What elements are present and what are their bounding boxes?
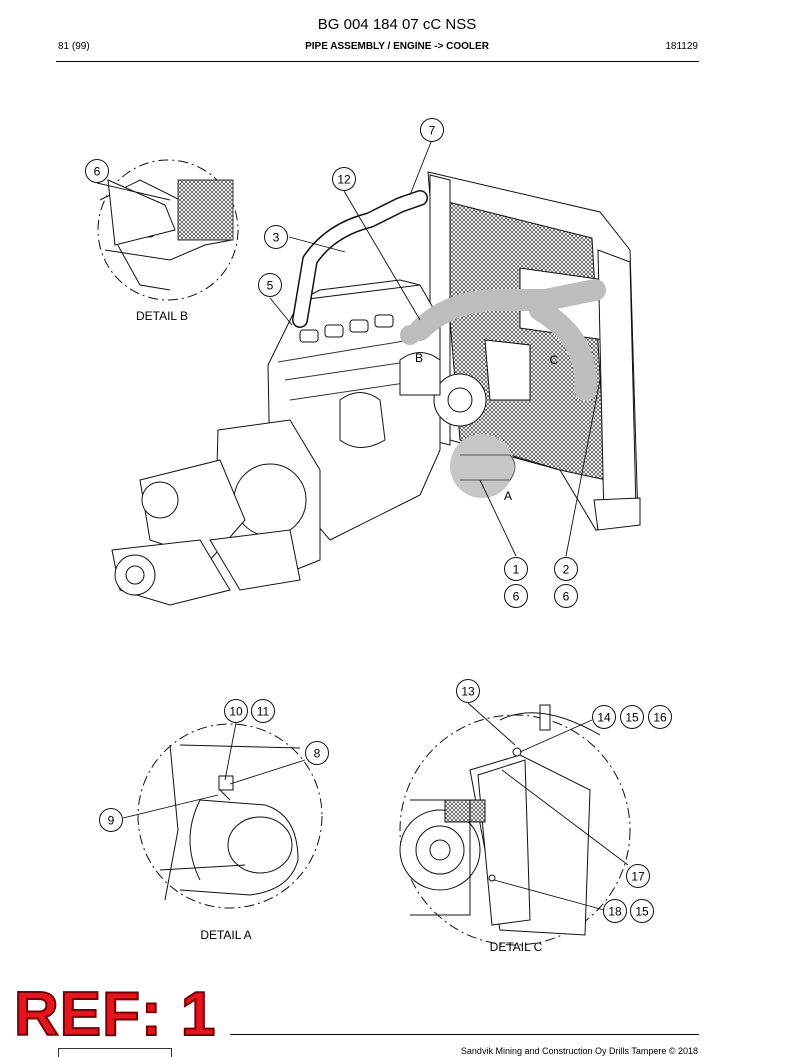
- detail-labels: DETAIL B DETAIL A DETAIL C B C A: [136, 309, 559, 954]
- svg-text:15: 15: [635, 905, 649, 919]
- svg-text:6: 6: [94, 165, 101, 179]
- marker-a: A: [504, 489, 512, 503]
- svg-text:1: 1: [513, 563, 520, 577]
- detail-b-view: [97, 159, 239, 301]
- detail-b-label: DETAIL B: [136, 309, 188, 323]
- detail-c-label: DETAIL C: [490, 940, 543, 954]
- callout-18: 18: [603, 899, 627, 923]
- svg-text:7: 7: [429, 124, 436, 138]
- callout-17: 17: [626, 864, 650, 888]
- svg-text:8: 8: [314, 747, 321, 761]
- callout-6-under-2: 6: [554, 584, 578, 608]
- main-assembly: [111, 171, 641, 606]
- svg-text:17: 17: [631, 870, 645, 884]
- svg-text:14: 14: [597, 711, 611, 725]
- callout-7: 7: [420, 118, 444, 142]
- svg-text:3: 3: [273, 231, 280, 245]
- callout-2: 2: [554, 557, 578, 581]
- header-rule: [56, 61, 699, 62]
- svg-text:9: 9: [108, 814, 115, 828]
- callout-bubbles: 7 12 6 3 5 1 6 2 6 10 11 8 9 13 14 15 16…: [85, 118, 672, 923]
- document-title: BG 004 184 07 cC NSS: [317, 16, 477, 33]
- page-number: 81 (99): [58, 41, 90, 52]
- svg-text:15: 15: [625, 711, 639, 725]
- callout-13: 13: [456, 679, 480, 703]
- detail-c-view: [399, 704, 631, 946]
- callout-14: 14: [592, 705, 616, 729]
- svg-text:10: 10: [229, 705, 243, 719]
- callout-9: 9: [99, 808, 123, 832]
- callout-6-under-1: 6: [504, 584, 528, 608]
- svg-text:6: 6: [513, 590, 520, 604]
- detail-a-label: DETAIL A: [200, 928, 251, 942]
- callout-15-top: 15: [620, 705, 644, 729]
- callout-16: 16: [648, 705, 672, 729]
- footer-rule: [230, 1034, 699, 1035]
- marker-b: B: [415, 351, 423, 365]
- callout-5: 5: [258, 273, 282, 297]
- svg-text:13: 13: [461, 685, 475, 699]
- svg-text:18: 18: [608, 905, 622, 919]
- callout-15-bottom: 15: [630, 899, 654, 923]
- footer-copyright: Sandvik Mining and Construction Oy Drill…: [460, 1046, 698, 1056]
- marker-c: C: [550, 353, 559, 367]
- detail-a-view: [137, 723, 323, 909]
- svg-text:16: 16: [653, 711, 667, 725]
- callout-3: 3: [264, 225, 288, 249]
- ref-stamp: REF: 1: [13, 980, 217, 1049]
- section-title: PIPE ASSEMBLY / ENGINE -> COOLER: [305, 41, 489, 52]
- callout-8: 8: [305, 741, 329, 765]
- leader-lines: [96, 141, 629, 911]
- svg-text:6: 6: [563, 590, 570, 604]
- callout-6-detail-b: 6: [85, 159, 109, 183]
- document-code: 181129: [665, 41, 698, 52]
- callout-12: 12: [332, 167, 356, 191]
- svg-text:5: 5: [267, 279, 274, 293]
- svg-text:11: 11: [257, 705, 270, 719]
- svg-text:2: 2: [563, 563, 570, 577]
- callout-11: 11: [251, 699, 275, 723]
- svg-text:12: 12: [337, 173, 351, 187]
- callout-1: 1: [504, 557, 528, 581]
- callout-10: 10: [224, 699, 248, 723]
